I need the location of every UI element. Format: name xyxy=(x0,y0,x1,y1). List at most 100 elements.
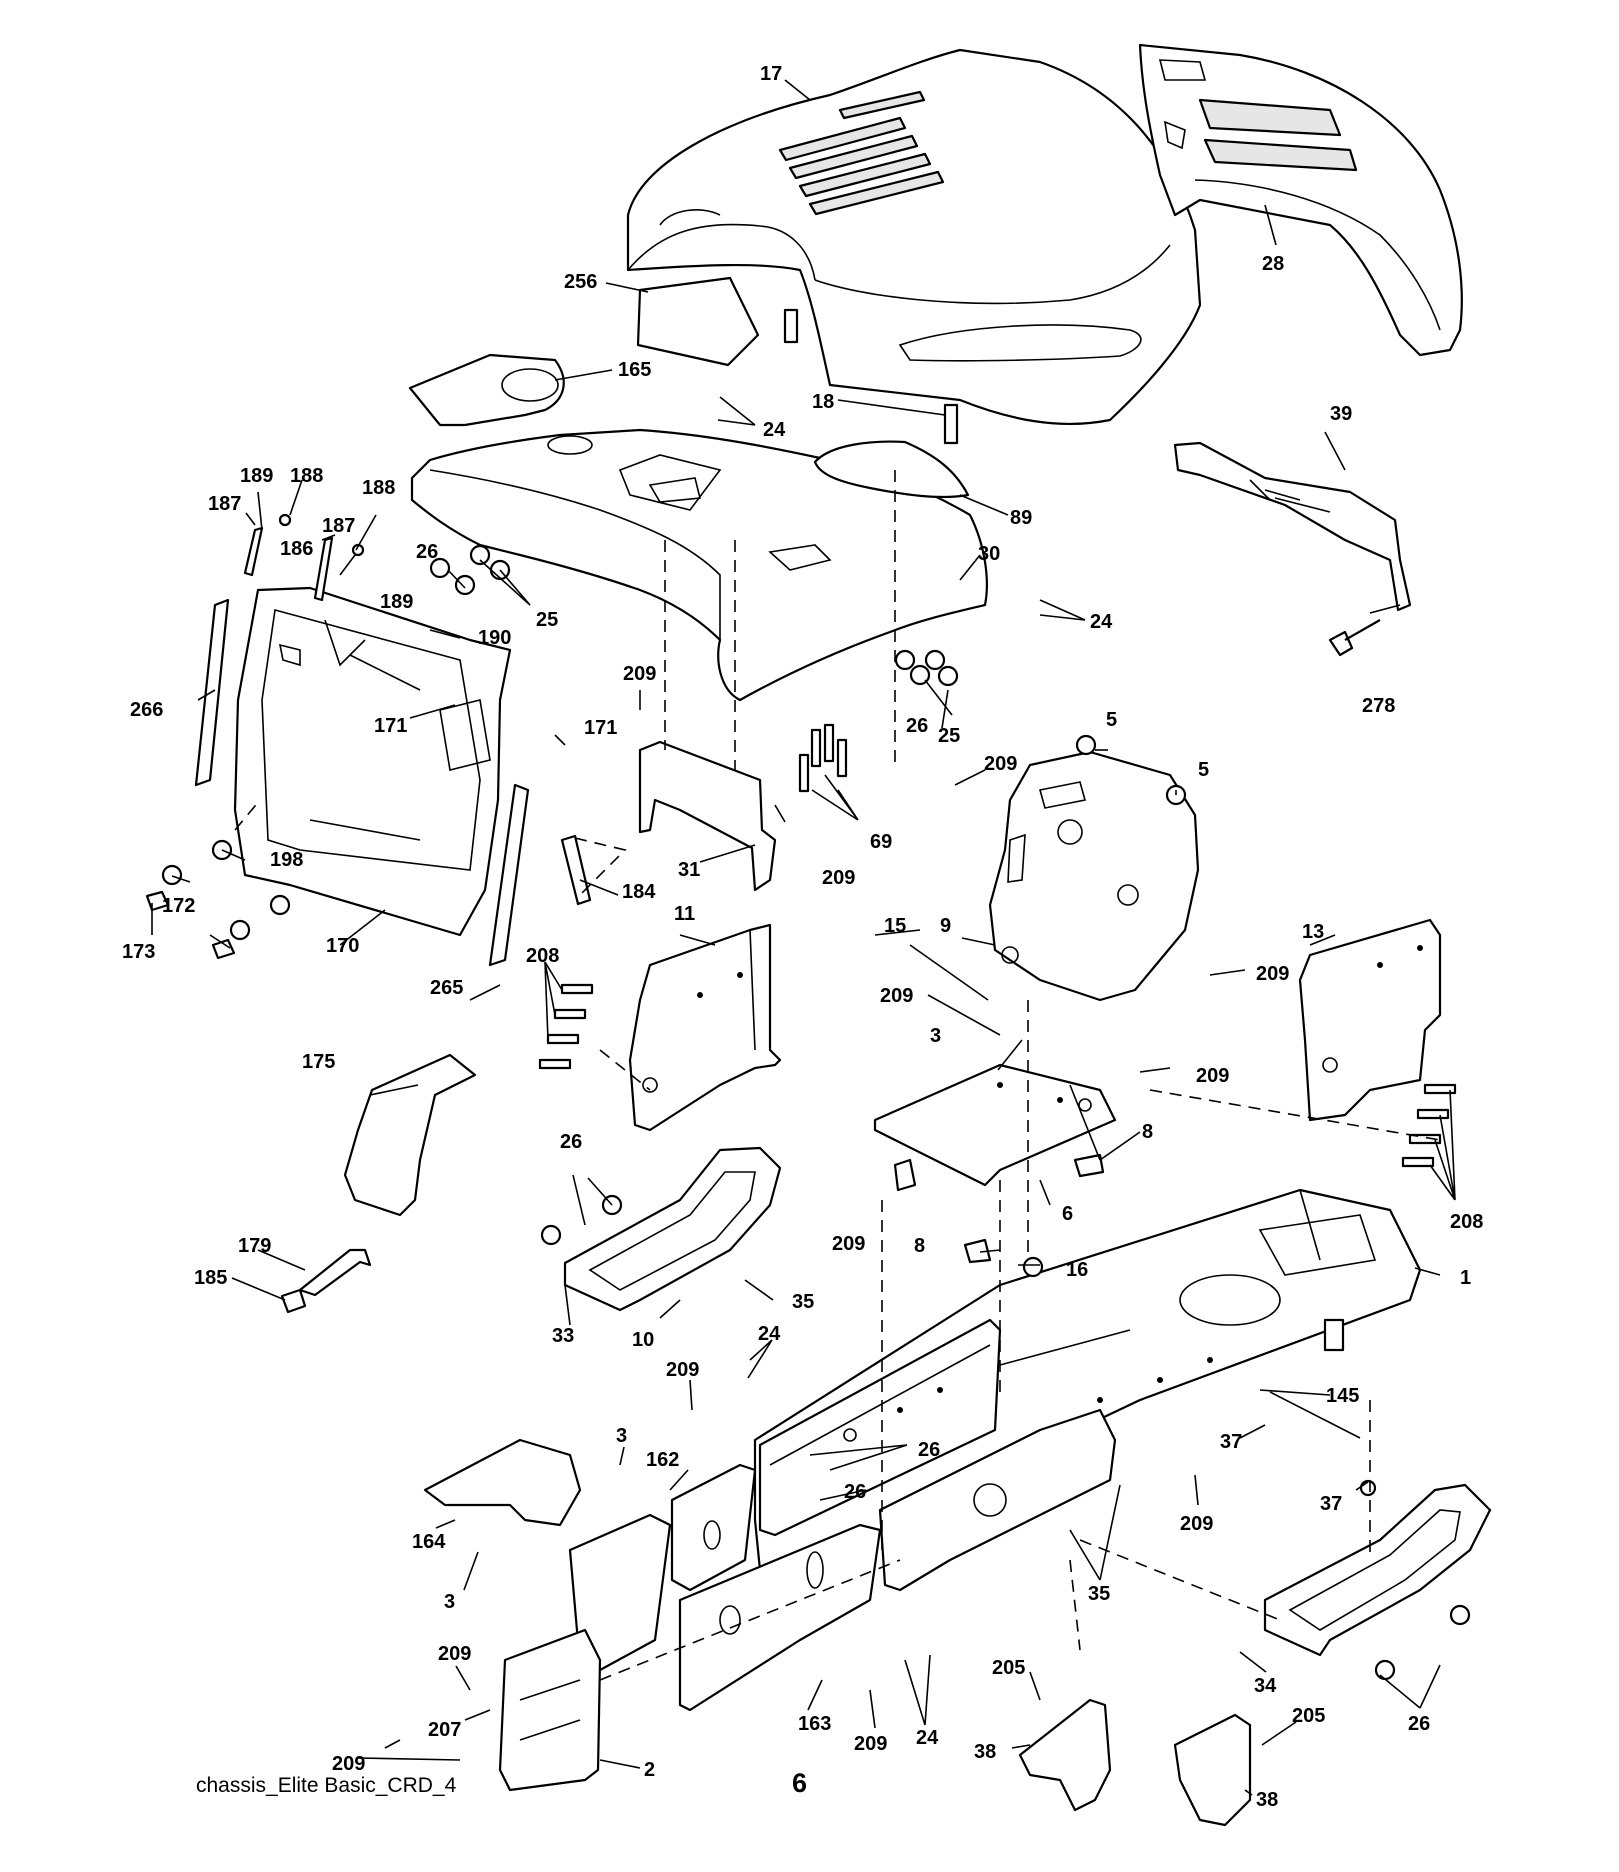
label-brace-184: 184 xyxy=(622,881,656,903)
plate-6 xyxy=(873,1063,1117,1187)
dash-184 xyxy=(574,837,627,896)
label-bolt-35-footrest: 35 xyxy=(792,1291,814,1313)
frame-1 xyxy=(753,1188,1422,1572)
label-bolt-205-b: 205 xyxy=(1292,1705,1325,1727)
label-bolt-3-left: 3 xyxy=(444,1591,455,1613)
label-bolt-205-a: 205 xyxy=(992,1657,1025,1679)
label-bracket-38-a: 38 xyxy=(974,1741,996,1763)
label-clip-8-right: 8 xyxy=(1142,1121,1153,1143)
label-bolt-209-d: 209 xyxy=(1256,963,1289,985)
label-bolts-208-right: 208 xyxy=(1450,1211,1483,1233)
label-bracket-31: 31 xyxy=(678,859,700,881)
grille-frame-170 xyxy=(233,586,512,937)
plate-162 xyxy=(670,1463,757,1592)
assembly-lines xyxy=(234,470,1441,1681)
label-bolt-209-h: 209 xyxy=(666,1359,699,1381)
label-pin-187-b: 187 xyxy=(322,515,355,537)
page-number: 6 xyxy=(792,1768,808,1798)
label-nut-173: 173 xyxy=(122,941,155,963)
label-bolt-209-j: 209 xyxy=(438,1643,471,1665)
label-bolts-208-left: 208 xyxy=(526,945,559,967)
label-link-186: 186 xyxy=(280,538,313,560)
frame-rail-front xyxy=(878,1408,1117,1592)
label-bolt-10: 10 xyxy=(632,1329,654,1351)
label-clip-188-b: 188 xyxy=(362,477,395,499)
harness-bracket-39 xyxy=(1173,441,1412,612)
leader-lines xyxy=(151,79,1456,1796)
label-rod-179: 179 xyxy=(238,1235,271,1257)
part-labels: 17 28 256 165 18 24 39 89 30 24 26 25 26… xyxy=(122,63,1483,1811)
link-186 xyxy=(243,526,264,577)
label-bolt-3-center: 3 xyxy=(930,1025,941,1047)
strip-18-b xyxy=(943,403,959,445)
label-washer-172: 172 xyxy=(162,895,195,917)
label-bolt-209-l: 209 xyxy=(332,1753,365,1775)
label-shield-175: 175 xyxy=(302,1051,335,1073)
label-bumper-strip: 18 xyxy=(812,391,834,413)
label-bolt-37-a: 37 xyxy=(1220,1431,1242,1453)
label-pin-187-a: 187 xyxy=(208,493,241,515)
label-nut-right-fender: 26 xyxy=(906,715,928,737)
label-nut-5-a: 5 xyxy=(1106,709,1117,731)
label-dash-panel: 9 xyxy=(940,915,951,937)
bracket-38-b xyxy=(1173,1713,1252,1827)
rod-145 xyxy=(1269,1391,1361,1439)
front-bracket-2 xyxy=(498,1628,602,1792)
label-bolts-35-lower: 35 xyxy=(1088,1583,1110,1605)
label-fender-trim: 89 xyxy=(1010,507,1032,529)
label-front-bracket: 2 xyxy=(644,1759,655,1781)
label-hood: 17 xyxy=(760,63,782,85)
frame-rail-left xyxy=(758,1318,1002,1537)
clip-8-right xyxy=(1073,1153,1105,1178)
label-bolts-24-bottom: 24 xyxy=(916,1727,939,1749)
label-washer-198: 198 xyxy=(270,849,303,871)
label-nut-26-footrest: 26 xyxy=(560,1131,582,1153)
label-grille: 28 xyxy=(1262,253,1284,275)
label-frame: 1 xyxy=(1460,1267,1471,1289)
cover-164 xyxy=(423,1438,582,1527)
label-bolt-209-e: 209 xyxy=(880,985,913,1007)
fender-trim-89 xyxy=(813,440,970,499)
label-bolts-24-lower: 24 xyxy=(758,1323,781,1345)
label-clip-188-a: 188 xyxy=(290,465,323,487)
label-fender-bolts-right: 24 xyxy=(1090,611,1113,633)
clip-8-left xyxy=(893,1158,917,1192)
label-grille-frame: 170 xyxy=(326,935,359,957)
label-cover-164: 164 xyxy=(412,1531,446,1553)
label-seat-plate: 165 xyxy=(618,359,651,381)
label-bolt-207: 207 xyxy=(428,1719,461,1741)
strip-265 xyxy=(488,783,530,967)
label-nuts-26-bottom: 26 xyxy=(1408,1713,1430,1735)
label-bolt-3-lower: 3 xyxy=(616,1425,627,1447)
label-link-189: 189 xyxy=(240,465,273,487)
label-bracket-38-b: 38 xyxy=(1256,1789,1278,1811)
label-plate-163: 163 xyxy=(798,1713,831,1735)
screw-278 xyxy=(1328,619,1381,657)
rod-179 xyxy=(298,1248,372,1297)
label-bolts-69: 69 xyxy=(870,831,892,853)
label-plate-162: 162 xyxy=(646,1449,679,1471)
seat-plate-part xyxy=(408,353,565,427)
label-footrest-right: 34 xyxy=(1254,1675,1277,1697)
label-nut-16: 16 xyxy=(1066,1259,1088,1281)
label-spring-189: 189 xyxy=(380,591,413,613)
bracket-31 xyxy=(638,740,777,892)
clip-188 xyxy=(278,513,292,527)
label-bolt-209-a: 209 xyxy=(623,663,656,685)
label-bolt-209-b: 209 xyxy=(822,867,855,889)
link-189 xyxy=(313,536,334,602)
label-nut-left-fender: 26 xyxy=(416,541,438,563)
brace-184 xyxy=(560,834,592,906)
footrest-34 xyxy=(1263,1483,1492,1657)
label-strip-265: 265 xyxy=(430,977,463,999)
bolt-group-208-right xyxy=(1401,1083,1457,1168)
label-bolt-209-g: 209 xyxy=(832,1233,865,1255)
label-screw-190: 190 xyxy=(478,627,511,649)
label-bolt-209-k: 209 xyxy=(854,1733,887,1755)
label-side-plate-13: 13 xyxy=(1302,921,1324,943)
plate-163 xyxy=(678,1523,882,1712)
side-plate-13 xyxy=(1298,918,1442,1122)
grille-part xyxy=(1138,43,1463,357)
label-nut-26-frame-a: 26 xyxy=(918,1439,940,1461)
